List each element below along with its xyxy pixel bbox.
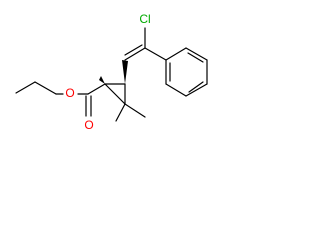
bond-ethyl-ch2	[34, 81, 57, 95]
phenyl-bond-6	[165, 47, 187, 61]
bond-carbonyl-c-ring	[87, 83, 106, 95]
molecule-structure: Cl O O	[15, 12, 208, 132]
wedge-bond-ring-ester	[99, 76, 105, 84]
phenyl-inner-3	[187, 52, 204, 63]
bond-methyl-1	[115, 103, 126, 122]
bond-vinyl-1	[124, 47, 146, 61]
wedge-bond-ring-vinyl	[122, 60, 128, 84]
phenyl-bond-2	[165, 83, 187, 97]
bond-ethyl-ch3	[15, 81, 36, 94]
bond-methyl-2	[124, 103, 146, 118]
atom-label-carbonyl-o: O	[84, 118, 93, 132]
phenyl-bond-5	[185, 47, 208, 61]
bond-vinyl-2	[124, 44, 143, 56]
atom-label-ester-o: O	[65, 86, 74, 100]
bond-c-phenyl	[144, 47, 167, 61]
bond-ring-2	[104, 83, 126, 105]
phenyl-inner-2	[188, 81, 204, 93]
atom-label-cl: Cl	[139, 12, 150, 26]
phenyl-bond-3	[185, 83, 208, 97]
